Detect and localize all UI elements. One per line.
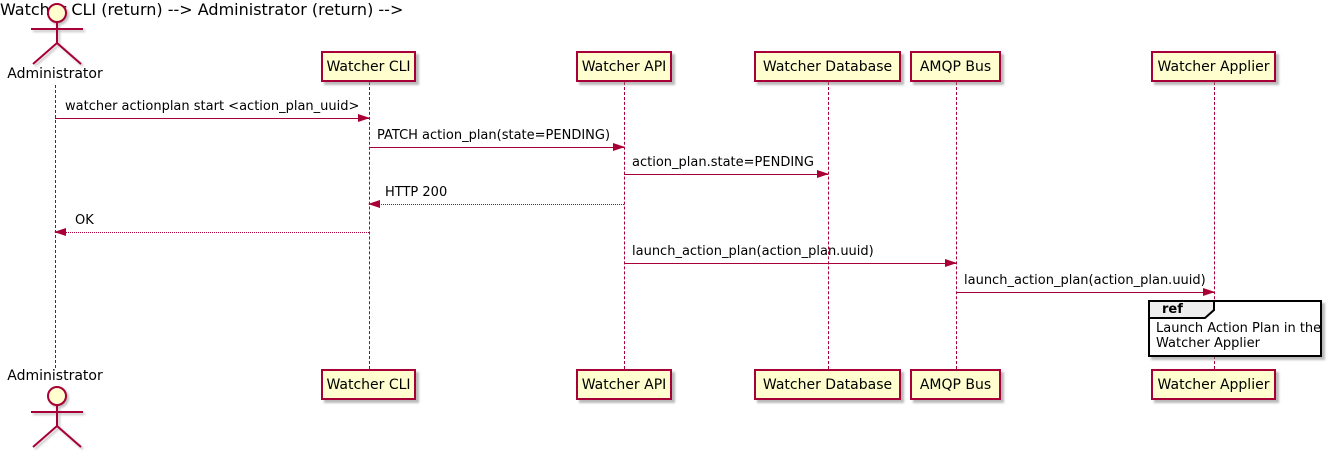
- participant-top-amqp-bus: AMQP Bus: [910, 51, 1001, 82]
- lifeline-watcher-applier: [1214, 82, 1215, 369]
- message-line: [369, 147, 624, 148]
- message-line: [624, 174, 828, 175]
- participant-top-watcher-api: Watcher API: [576, 51, 672, 82]
- administrator-actor-icon: [31, 3, 83, 65]
- message-label: PATCH action_plan(state=PENDING): [377, 128, 611, 143]
- message-label: action_plan.state=PENDING: [632, 155, 814, 170]
- ref-fragment: ref Launch Action Plan in the Watcher Ap…: [1148, 300, 1322, 357]
- message-label: watcher actionplan start <action_plan_uu…: [65, 99, 360, 114]
- message-line: [55, 232, 369, 233]
- message-label: launch_action_plan(action_plan.uuid): [632, 244, 874, 259]
- ref-text-line-2: Watcher Applier: [1156, 336, 1260, 351]
- message-line: [55, 118, 369, 119]
- lifeline-amqp-bus: [956, 82, 957, 369]
- arrowhead-left-icon: [368, 200, 380, 208]
- participant-bottom-watcher-applier: Watcher Applier: [1151, 369, 1276, 400]
- actor-label-administrator-top: Administrator: [7, 66, 103, 82]
- participant-bottom-watcher-cli: Watcher CLI: [321, 369, 416, 400]
- arrowhead-left-icon: [54, 228, 66, 236]
- message-line: [956, 292, 1214, 293]
- ref-keyword: ref: [1162, 302, 1183, 317]
- message-label: HTTP 200: [385, 185, 448, 200]
- lifeline-watcher-database: [828, 82, 829, 369]
- message-line: [369, 204, 624, 205]
- arrowhead-right-icon: [358, 114, 370, 122]
- participant-top-watcher-applier: Watcher Applier: [1151, 51, 1276, 82]
- arrowhead-right-icon: [945, 259, 957, 267]
- arrowhead-right-icon: [613, 143, 625, 151]
- message-label: launch_action_plan(action_plan.uuid): [964, 273, 1206, 288]
- lifeline-administrator: [55, 85, 56, 368]
- message-line: [624, 263, 956, 264]
- arrowhead-right-icon: [817, 170, 829, 178]
- ref-tab-pentagon: [1148, 300, 1215, 319]
- actor-label-administrator-bottom: Administrator: [7, 368, 103, 384]
- arrowhead-right-icon: [1203, 288, 1215, 296]
- message-label: OK: [75, 213, 94, 228]
- administrator-actor-icon-bottom: [31, 386, 83, 448]
- lifeline-watcher-api: [624, 82, 625, 369]
- participant-bottom-watcher-database: Watcher Database: [754, 369, 901, 400]
- participant-bottom-watcher-api: Watcher API: [576, 369, 672, 400]
- lifeline-watcher-cli: [369, 82, 370, 369]
- participant-bottom-amqp-bus: AMQP Bus: [910, 369, 1001, 400]
- ref-text-line-1: Launch Action Plan in the: [1156, 321, 1322, 336]
- participant-top-watcher-cli: Watcher CLI: [321, 51, 416, 82]
- participant-top-watcher-database: Watcher Database: [754, 51, 901, 82]
- ref-text: Launch Action Plan in the Watcher Applie…: [1156, 321, 1321, 351]
